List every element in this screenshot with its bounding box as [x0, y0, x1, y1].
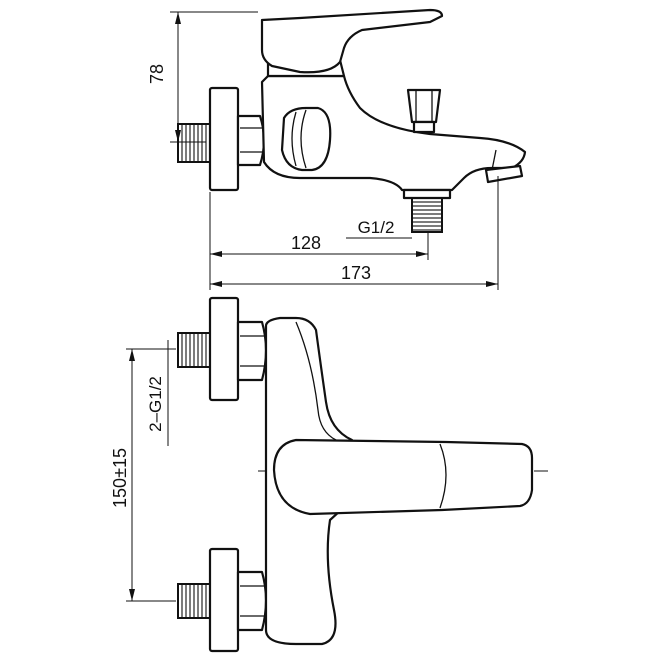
- side-outlet-thread: [402, 188, 452, 233]
- front-upper-inlet: [177, 296, 268, 402]
- dimension-height-label: 78: [147, 64, 167, 84]
- side-connection-nut: [236, 114, 266, 167]
- side-view: 78 128 173 G1/2: [147, 8, 527, 290]
- side-mixer-body: [260, 74, 527, 192]
- dimension-overall-length: 173: [210, 176, 499, 290]
- side-diverter-knob: [280, 106, 332, 172]
- front-view: 150±15 2–G1/2: [110, 296, 548, 653]
- dimension-to-outlet: 128: [209, 192, 429, 290]
- side-shower-diverter: [406, 88, 442, 134]
- dimension-inlet-spacing: 150±15: [110, 348, 176, 602]
- dimension-to-outlet-label: 128: [291, 233, 321, 253]
- outlet-thread-callout: G1/2: [346, 218, 412, 239]
- dimension-overall-length-label: 173: [341, 263, 371, 283]
- dimension-height: 78: [147, 11, 258, 143]
- front-lower-inlet: [177, 547, 268, 653]
- dimension-inlet-spacing-label: 150±15: [110, 448, 130, 508]
- inlet-thread-label: 2–G1/2: [146, 376, 165, 432]
- inlet-thread-callout: 2–G1/2: [146, 340, 169, 446]
- side-inlet-thread: [177, 123, 211, 163]
- side-spout-aerator: [484, 149, 524, 184]
- side-wall-flange: [208, 86, 240, 192]
- front-handle-break: [439, 443, 447, 509]
- front-body-contour: [295, 321, 337, 441]
- outlet-thread-label: G1/2: [358, 218, 395, 237]
- front-lever-handle: [272, 438, 534, 516]
- side-lever-handle: [260, 8, 444, 74]
